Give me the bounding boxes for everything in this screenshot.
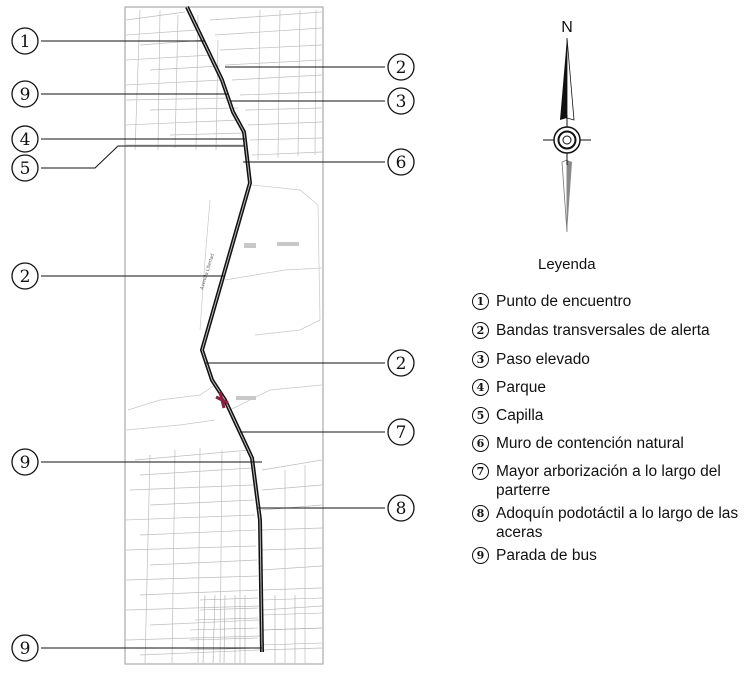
callout-4: 4: [11, 125, 39, 153]
svg-text:9: 9: [20, 453, 31, 473]
legend-item: 1 Punto de encuentro: [472, 292, 750, 311]
legend-label: Parque: [496, 379, 546, 396]
svg-text:3: 3: [396, 92, 407, 112]
callout-1: 1: [11, 27, 39, 55]
callout-2: 2: [11, 262, 39, 290]
svg-text:9: 9: [20, 639, 31, 659]
svg-text:2: 2: [396, 58, 407, 78]
legend-item: 9 Parada de bus: [472, 546, 750, 565]
legend-title: Leyenda: [538, 256, 596, 273]
callout-7: 7: [387, 418, 415, 446]
svg-text:8: 8: [396, 499, 407, 519]
overpass-marker: [215, 391, 229, 409]
field-marker: [236, 396, 256, 400]
legend-item: 6 Muro de contención natural: [472, 434, 750, 453]
legend-number: 6: [472, 435, 489, 452]
legend-number: 1: [472, 293, 489, 310]
svg-text:N: N: [561, 19, 573, 36]
svg-text:2: 2: [20, 267, 31, 287]
legend-label: Punto de encuentro: [496, 293, 632, 310]
field-marker: [244, 243, 256, 248]
legend-item: 3 Paso elevado: [472, 350, 750, 369]
legend-number: 2: [472, 322, 489, 339]
legend-label: Paso elevado: [496, 351, 590, 368]
legend-label: Adoquín podotáctil a lo largo de las ace…: [496, 505, 739, 541]
svg-text:9: 9: [20, 85, 31, 105]
svg-text:1: 1: [20, 32, 31, 52]
legend-number: 8: [472, 505, 489, 522]
callout-5: 5: [11, 154, 39, 182]
svg-text:4: 4: [20, 130, 31, 150]
dense-blocks: [189, 594, 323, 664]
svg-text:5: 5: [20, 159, 31, 179]
legend-item: 2 Bandas transversales de alerta: [472, 321, 750, 340]
map-frame: [124, 6, 324, 665]
legend-item: 7 Mayor arborización a lo largo del part…: [472, 462, 750, 500]
callout-9: 9: [11, 448, 39, 476]
field-marker: [277, 242, 299, 246]
legend-number: 3: [472, 351, 489, 368]
legend-number: 5: [472, 407, 489, 424]
leader-lines: [41, 40, 385, 649]
callout-8: 8: [387, 494, 415, 522]
legend-label: Capilla: [496, 407, 544, 424]
open-land-middle: [125, 184, 323, 431]
legend-label: Muro de contención natural: [496, 435, 684, 452]
callout-9: 9: [11, 634, 39, 662]
callout-2: 2: [387, 349, 415, 377]
legend-item: 8 Adoquín podotáctil a lo largo de las a…: [472, 504, 750, 542]
legend-number: 4: [472, 379, 489, 396]
legend-item: 5 Capilla: [472, 406, 750, 425]
legend-label: Bandas transversales de alerta: [496, 322, 710, 339]
legend-label: Mayor arborización a lo largo del parter…: [496, 463, 721, 499]
urban-blocks-north: [125, 9, 323, 161]
legend-number: 9: [472, 547, 489, 564]
legend-label: Parada de bus: [496, 547, 597, 564]
legend-item: 4 Parque: [472, 378, 750, 397]
north-arrow-icon: N: [543, 19, 591, 233]
callout-2: 2: [387, 53, 415, 81]
svg-text:7: 7: [396, 423, 407, 443]
svg-text:2: 2: [396, 354, 407, 374]
callout-6: 6: [387, 148, 415, 176]
callout-9: 9: [11, 80, 39, 108]
svg-text:6: 6: [396, 153, 407, 173]
callout-3: 3: [387, 87, 415, 115]
legend-number: 7: [472, 463, 489, 480]
legend: 1 Punto de encuentro 2 Bandas transversa…: [472, 292, 750, 565]
